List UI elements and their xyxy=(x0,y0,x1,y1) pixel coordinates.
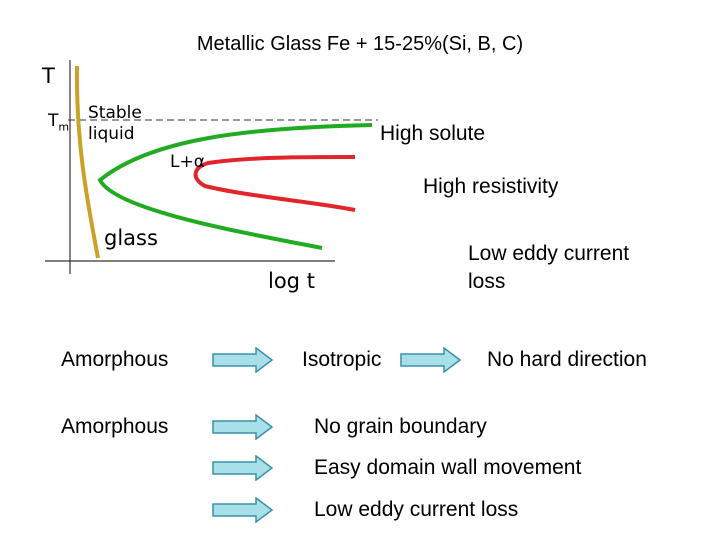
arrow-icon xyxy=(212,347,274,373)
high-solute-label: High solute xyxy=(380,122,486,145)
green-curve xyxy=(97,123,373,250)
row2-item-0: No grain boundary xyxy=(314,415,487,438)
row2-from: Amorphous xyxy=(61,415,169,438)
arrow-icon xyxy=(212,497,274,523)
row2-item-1: Easy domain wall movement xyxy=(314,456,582,479)
red-curve xyxy=(193,155,356,212)
row1-mid: Isotropic xyxy=(302,348,382,371)
tm-label-sub: m xyxy=(58,120,70,134)
low-eddy-line1: Low eddy current xyxy=(468,242,630,265)
arrow-icon xyxy=(212,414,274,440)
row1-to: No hard direction xyxy=(487,348,647,371)
high-resistivity-label: High resistivity xyxy=(423,175,559,198)
row2-item-2: Low eddy current loss xyxy=(314,498,519,521)
low-eddy-line2: loss xyxy=(468,270,506,293)
y-axis-label: T xyxy=(42,64,55,88)
arrow-icon xyxy=(400,347,462,373)
page-title: Metallic Glass Fe + 15-25%(Si, B, C) xyxy=(196,33,524,55)
glass-label: glass xyxy=(104,226,158,250)
row1-from: Amorphous xyxy=(61,348,169,371)
arrow-icon xyxy=(212,455,274,481)
liquid-label: liquid xyxy=(88,124,135,144)
phase-label: L+α xyxy=(170,152,205,172)
tm-label-t: T xyxy=(48,111,59,131)
tm-label: Tm xyxy=(48,111,69,133)
x-axis-label: log t xyxy=(268,269,315,293)
glass-curve xyxy=(74,65,100,259)
low-eddy-label: Low eddy current loss xyxy=(468,240,629,296)
stable-label: Stable xyxy=(88,103,142,123)
